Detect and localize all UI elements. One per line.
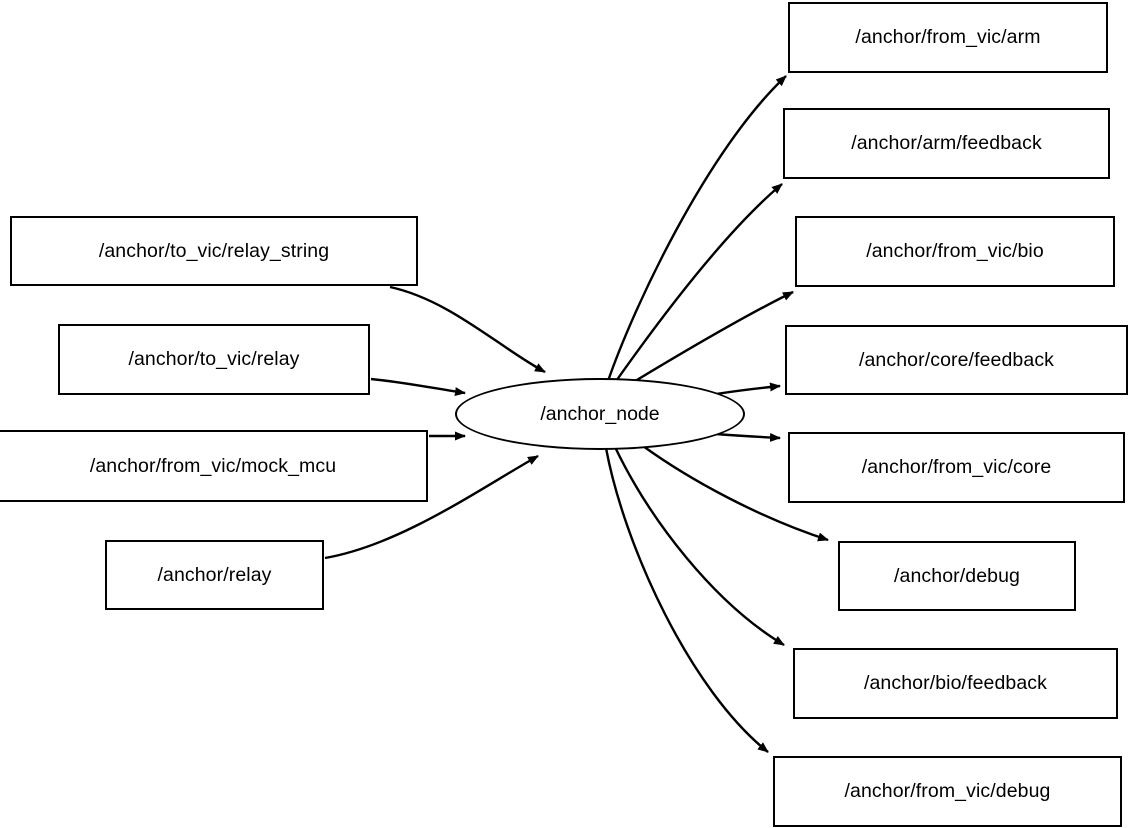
topic-label: /anchor/core/feedback <box>858 348 1055 371</box>
edge-anchor_node-from_vic_bio <box>631 290 794 385</box>
edge-anchor_node-from_vic_debug <box>604 447 769 753</box>
center-node-anchor_node[interactable]: /anchor_node <box>455 378 745 450</box>
topic-label: /anchor/from_vic/debug <box>844 780 1051 802</box>
edge-anchor_node-from_vic_arm <box>605 75 787 385</box>
topic-node-to_vic_relay[interactable]: /anchor/to_vic/relay <box>58 324 370 395</box>
edge-anchor_node-bio_feedback <box>613 446 785 647</box>
edge-anchor_node-core_feedback <box>715 382 781 396</box>
topic-label: /anchor/bio/feedback <box>863 672 1048 694</box>
edge-to_vic_relay_string-anchor_node <box>389 285 546 374</box>
topic-node-from_vic_bio[interactable]: /anchor/from_vic/bio <box>795 216 1115 287</box>
edge-to_vic_relay-anchor_node <box>370 377 466 397</box>
topic-node-bio_feedback[interactable]: /anchor/bio/feedback <box>793 648 1118 719</box>
topic-label: /anchor/to_vic/relay <box>128 348 300 370</box>
topic-label: /anchor/from_vic/bio <box>866 240 1044 262</box>
topic-node-to_vic_relay_string[interactable]: /anchor/to_vic/relay_string <box>10 216 418 286</box>
topic-node-from_vic_arm[interactable]: /anchor/from_vic/arm <box>788 2 1108 73</box>
topic-node-from_vic_core[interactable]: /anchor/from_vic/core <box>788 432 1125 503</box>
topic-node-arm_feedback[interactable]: /anchor/arm/feedback <box>783 108 1110 179</box>
topic-label: /anchor/to_vic/relay_string <box>98 239 330 262</box>
topic-node-from_vic_debug[interactable]: /anchor/from_vic/debug <box>773 756 1122 827</box>
edge-anchor_node-from_vic_core <box>715 432 781 442</box>
topic-label: /anchor/from_vic/arm <box>855 26 1041 48</box>
topic-label: /anchor/arm/feedback <box>851 132 1042 154</box>
topic-node-relay[interactable]: /anchor/relay <box>105 540 324 610</box>
edge-anchor_node-arm_feedback <box>613 183 783 385</box>
edge-relay-anchor_node <box>324 454 539 560</box>
edge-anchor_node-debug <box>642 445 829 542</box>
topic-label: /anchor/relay <box>157 563 272 586</box>
topic-node-from_vic_mock_mcu[interactable]: /anchor/from_vic/mock_mcu <box>0 430 428 502</box>
topic-label: /anchor/from_vic/mock_mcu <box>89 454 337 477</box>
center-node-label: /anchor_node <box>540 402 660 425</box>
topic-label: /anchor/from_vic/core <box>861 456 1052 478</box>
topic-label: /anchor/debug <box>894 564 1020 587</box>
topic-node-debug[interactable]: /anchor/debug <box>838 541 1076 611</box>
topic-node-core_feedback[interactable]: /anchor/core/feedback <box>785 325 1128 395</box>
